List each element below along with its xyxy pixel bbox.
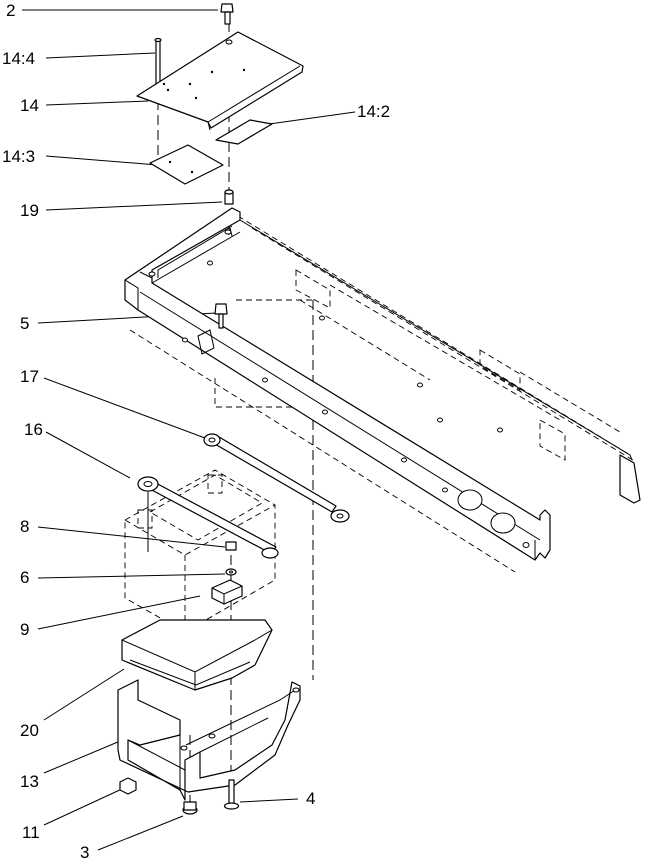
bolt-part-5 [214,303,228,329]
main-frame [124,207,641,561]
callout-14-3: 14:3 [2,147,35,166]
callout-14: 14 [20,96,39,115]
bracket-part-13 [117,679,301,801]
nut-part-11 [119,777,137,795]
callout-4: 4 [306,789,315,808]
callout-5: 5 [20,314,29,333]
battery [124,469,276,633]
decal-part-14-2 [215,119,273,145]
callout-17: 17 [20,367,39,386]
cover-plate-part-14 [136,31,304,131]
callout-3: 3 [80,843,89,862]
callout-19: 19 [20,201,39,220]
callout-13: 13 [20,772,39,791]
callout-2: 2 [6,1,15,20]
washer-part-6 [225,568,237,576]
callout-8: 8 [20,517,29,536]
callout-14-4: 14:4 [2,49,35,68]
cable-part-16 [137,476,279,559]
callout-11: 11 [22,823,40,842]
leader-lines [22,9,356,851]
callout-6: 6 [20,568,29,587]
callout-9: 9 [20,620,29,639]
tray-part-20 [121,619,273,691]
nut-part-3 [182,801,198,815]
spacer-part-19 [224,189,234,205]
callout-14-2: 14:2 [357,102,390,121]
plate-part-14-3 [149,144,224,185]
callout-labels: 2 14:4 14 14:2 14:3 19 5 17 16 8 6 9 20 … [2,1,390,862]
terminal-cover-part-9 [211,579,243,605]
screw-part-2 [220,3,234,25]
callout-20: 20 [20,721,39,740]
cable-part-17 [203,433,350,523]
nut-part-8 [225,541,237,551]
bolt-part-4 [223,779,240,810]
callout-16: 16 [24,420,43,439]
